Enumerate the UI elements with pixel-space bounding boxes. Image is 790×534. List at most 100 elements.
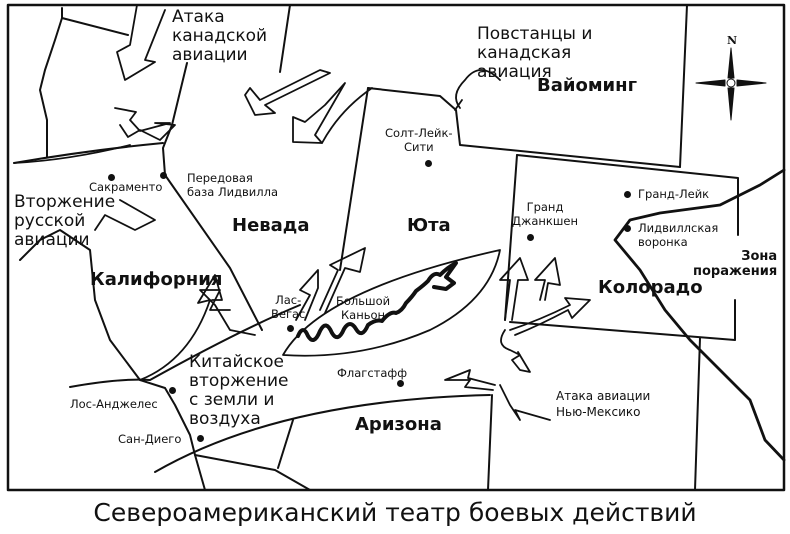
border-utah-colorado xyxy=(504,154,518,321)
city-salt-lake-city: Солт-Лейк- Сити xyxy=(385,126,453,154)
arrow-rebels xyxy=(454,69,501,111)
city-dot-san-diego xyxy=(197,435,204,442)
attack-arrows xyxy=(13,4,591,421)
text-line: Нью-Мексико xyxy=(556,405,641,419)
text-line: с земли и xyxy=(189,390,275,410)
grand-canyon-label: Большой Каньон xyxy=(336,294,390,322)
arrow-canadian-3 xyxy=(292,82,346,144)
arrow-colorado-2 xyxy=(534,257,561,301)
city-dot-grand-lake xyxy=(624,191,631,198)
text-line: авиация xyxy=(477,62,552,82)
map-frame xyxy=(6,3,786,492)
arrow-colorado-1 xyxy=(509,297,591,336)
text-line: канадской xyxy=(172,26,268,46)
border-nm-tx xyxy=(694,337,701,491)
border-arizona-nm xyxy=(487,394,493,491)
text-line: русской xyxy=(14,211,86,231)
label-rebels-canadian-air: Повстанцы и канадская авиация xyxy=(477,25,592,82)
border-baja xyxy=(277,419,294,469)
border-idaho-wyoming xyxy=(279,4,291,73)
arrow-china-1 xyxy=(199,289,256,336)
state-colorado: Колорадо xyxy=(598,277,703,298)
compass-north-label: N xyxy=(727,34,738,47)
city-dot-salt-lake-city xyxy=(425,160,432,167)
text-line: Лас- xyxy=(275,293,302,307)
label-russian-invasion: Вторжение русской авиации xyxy=(14,193,115,250)
compass-rose-icon xyxy=(695,47,767,121)
arrow-canadian-4 xyxy=(321,87,373,144)
text-line: Лидвиллская xyxy=(638,221,719,235)
text-line: Гранд xyxy=(526,200,564,214)
state-wyoming: Вайоминг xyxy=(537,75,638,96)
text-line: авиации xyxy=(14,230,90,250)
arrow-nm-2 xyxy=(444,369,496,391)
arrow-russian-3 xyxy=(94,199,156,231)
text-line: авиации xyxy=(172,45,248,65)
text-line: Атака авиации xyxy=(556,389,651,403)
city-sacramento: Сакраменто xyxy=(89,180,163,194)
impact-zone-boundary xyxy=(613,168,786,462)
arrow-nm-3 xyxy=(499,384,551,421)
text-line: воронка xyxy=(638,235,688,249)
label-chinese-invasion: Китайское вторжение с земли и воздуха xyxy=(189,353,289,429)
border-nevada-arizona-curve xyxy=(69,304,301,388)
city-dot-leadville-crater xyxy=(624,225,631,232)
text-line: поражения xyxy=(693,264,778,279)
city-leadville-crater: Лидвиллская воронка xyxy=(638,221,718,249)
border-california-nevada xyxy=(162,62,263,331)
arrow-vegas-2 xyxy=(319,247,366,314)
text-line: Повстанцы и xyxy=(477,24,593,44)
text-line: Зона xyxy=(741,249,778,264)
coastline-north xyxy=(39,17,63,158)
text-line: Вегас xyxy=(271,307,306,321)
city-grand-lake: Гранд-Лейк xyxy=(638,187,710,201)
grand-canyon-region xyxy=(282,249,501,357)
text-line: воздуха xyxy=(189,409,261,429)
text-line: вторжение xyxy=(189,371,289,391)
city-dot-las-vegas xyxy=(287,325,294,332)
city-las-vegas: Лас- Вегас xyxy=(271,293,305,321)
city-flagstaff: Флагстафф xyxy=(337,366,408,380)
state-utah: Юта xyxy=(407,215,451,236)
label-canadian-air: Атака канадской авиации xyxy=(172,8,267,65)
city-dot-flagstaff xyxy=(397,380,404,387)
state-california: Калифорния xyxy=(90,269,223,290)
text-line: Атака xyxy=(172,7,225,27)
border-oregon-california xyxy=(13,142,164,164)
border-wyoming-east xyxy=(679,4,688,168)
state-arizona: Аризона xyxy=(355,414,442,435)
text-line: Большой xyxy=(336,294,391,308)
city-dot-los-angeles xyxy=(169,387,176,394)
arrow-grand-junction xyxy=(499,257,529,321)
label-impact-zone: Зона поражения xyxy=(693,249,777,279)
border-oregon-idaho xyxy=(61,7,129,36)
city-dot-sacramento xyxy=(108,174,115,181)
coastline-south xyxy=(19,229,206,491)
city-grand-junction: Гранд Джанкшен xyxy=(512,200,578,228)
label-new-mexico-air: Атака авиации Нью-Мексико xyxy=(556,388,650,420)
city-dot-leadville-base xyxy=(160,172,167,179)
text-line: база Лидвилла xyxy=(187,185,279,199)
text-line: Джанкшен xyxy=(512,214,578,228)
arrow-vegas-1 xyxy=(295,269,319,321)
arrow-russian-1 xyxy=(114,107,176,141)
arrow-nm-1 xyxy=(500,329,531,373)
text-line: Вторжение xyxy=(14,192,116,212)
text-line: канадская xyxy=(477,43,572,63)
map-caption: Североамериканский театр боевых действий xyxy=(93,498,697,527)
city-san-diego: Сан-Диего xyxy=(118,432,182,446)
arrow-russian-2 xyxy=(13,144,131,164)
arrow-canadian-1 xyxy=(116,4,166,81)
border-mexico xyxy=(194,454,311,491)
city-leadville-base: Передовая база Лидвилла xyxy=(187,171,278,199)
border-california-arizona xyxy=(154,394,491,473)
border-utah-nevada xyxy=(339,87,369,271)
city-los-angeles: Лос-Анджелес xyxy=(70,397,158,411)
arrow-china-2 xyxy=(139,274,223,381)
text-line: Сити xyxy=(403,140,434,154)
text-line: Китайское xyxy=(189,352,284,372)
text-line: Солт-Лейк- xyxy=(385,126,453,140)
text-line: Каньон xyxy=(341,308,386,322)
